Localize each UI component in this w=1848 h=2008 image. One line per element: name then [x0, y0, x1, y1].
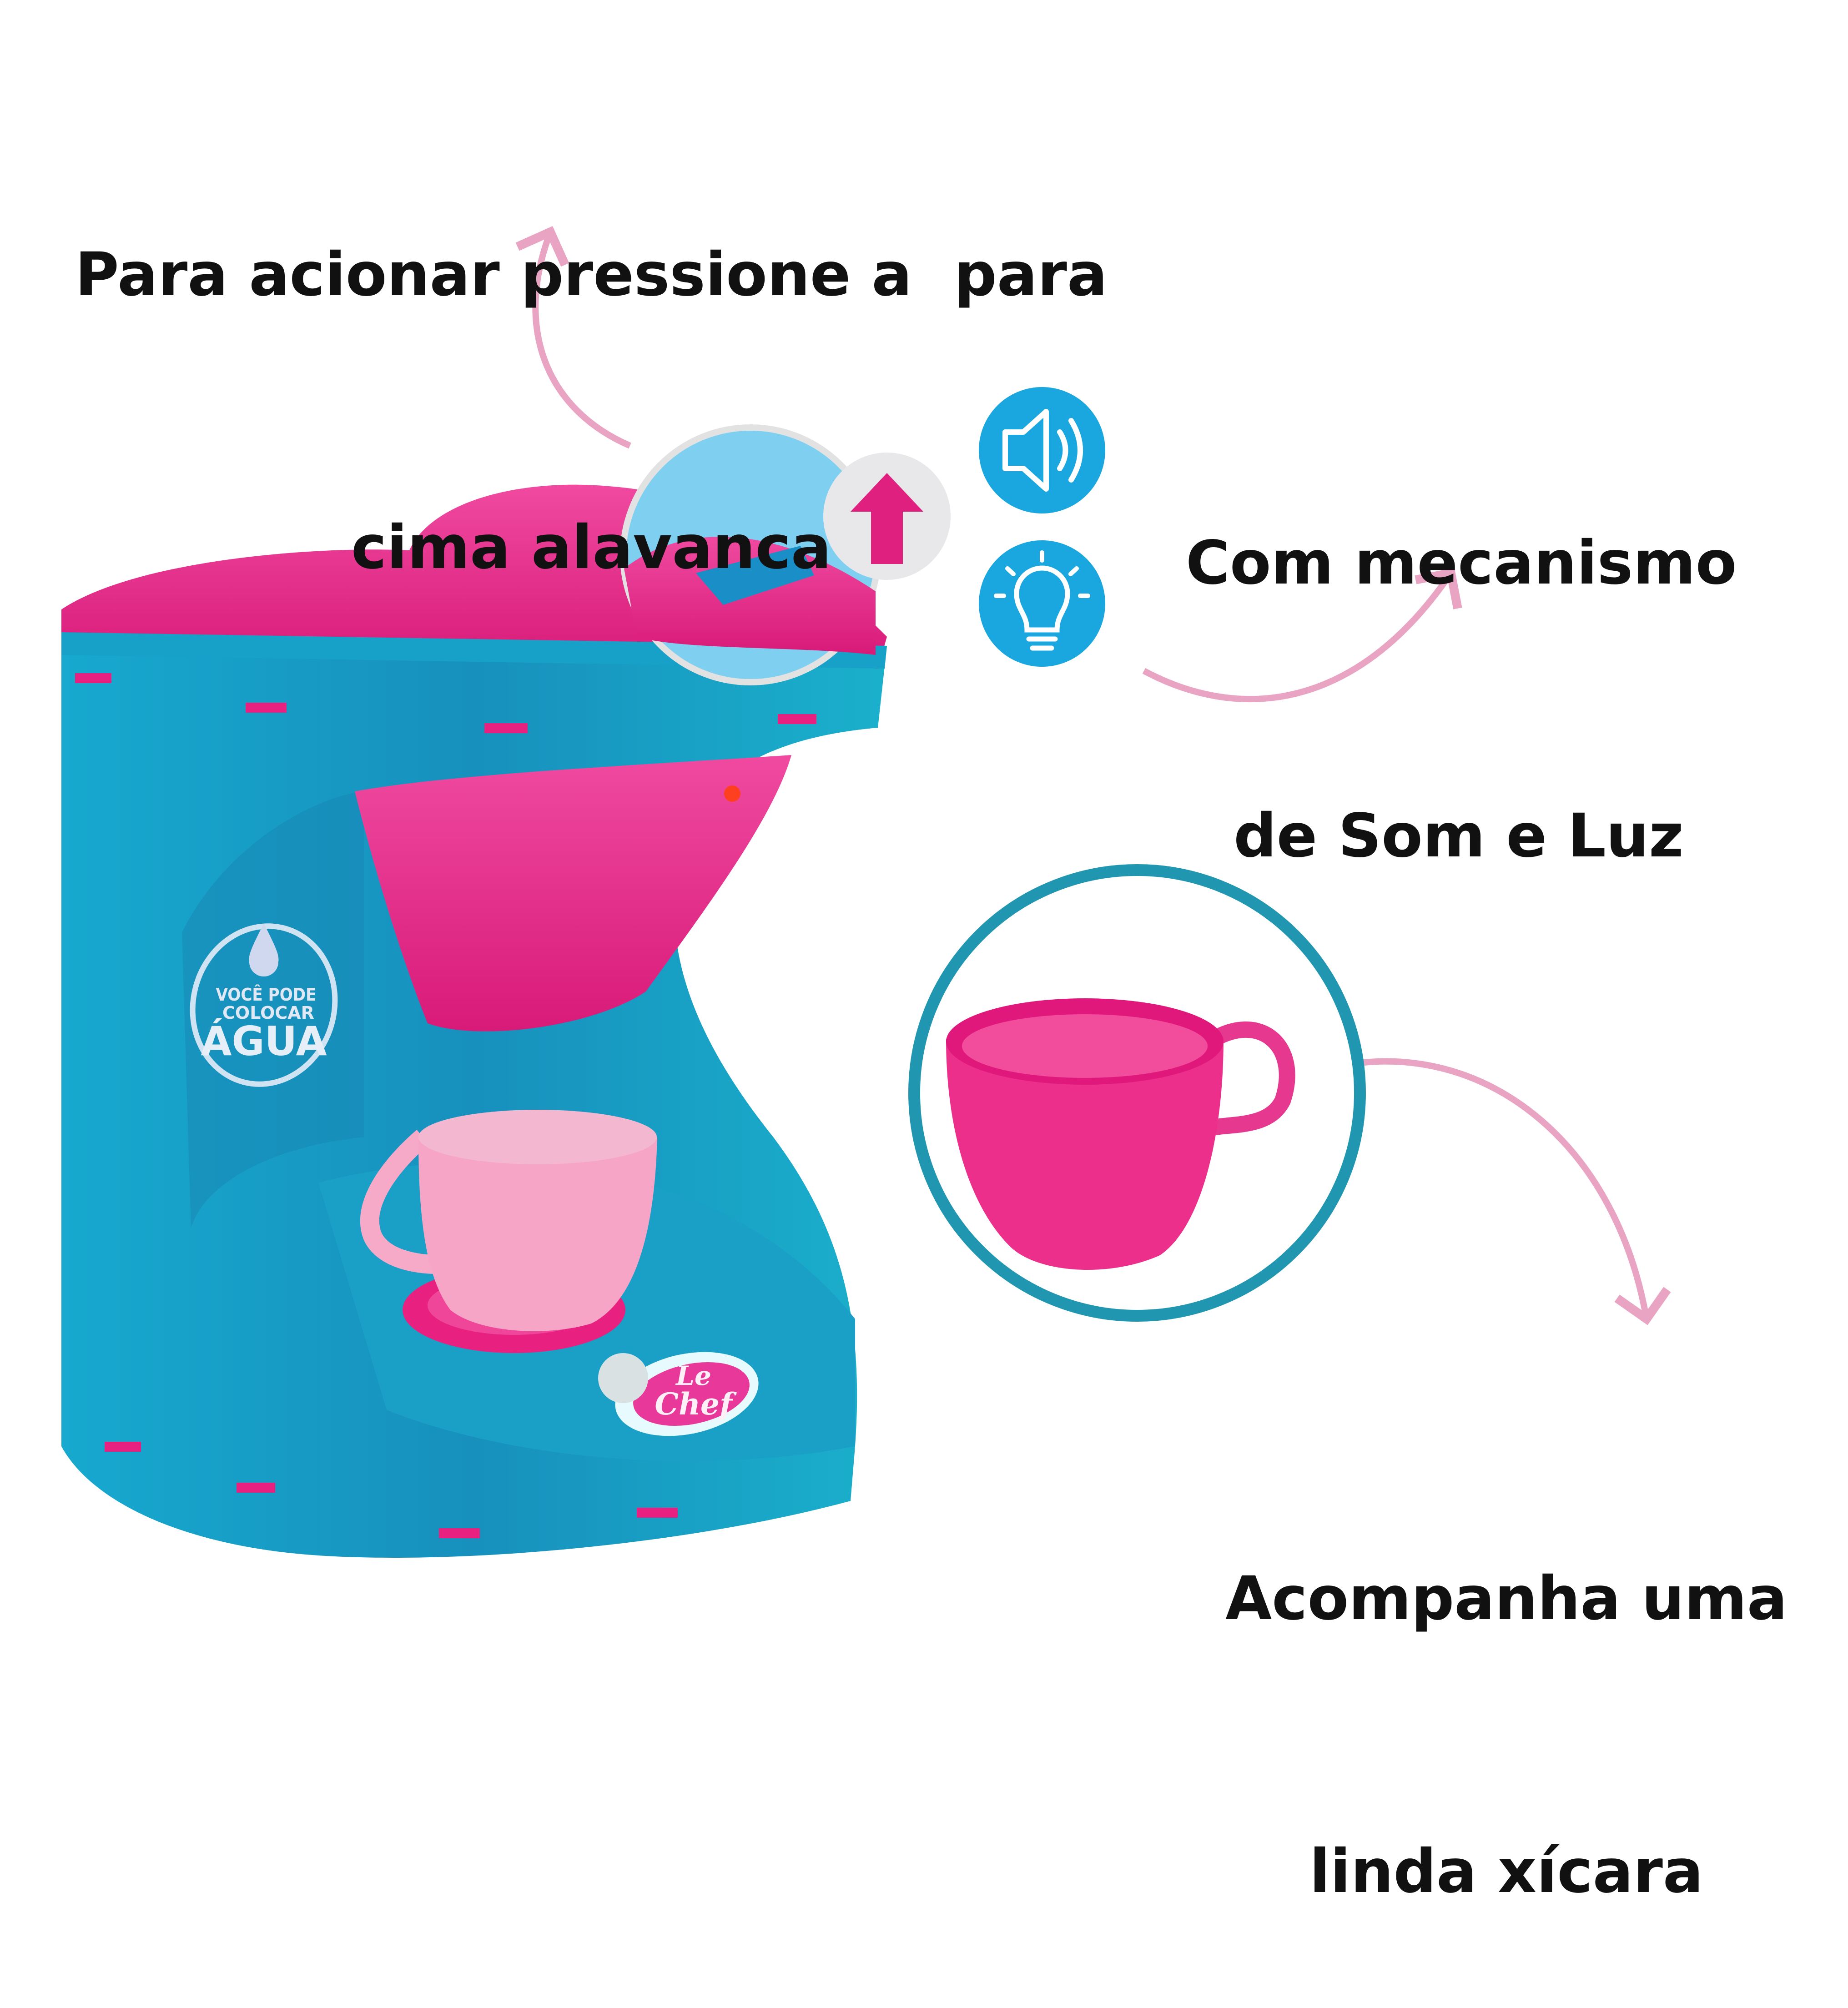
coffee-maker: VOCÊ PODE COLOCAR ÁGUA Le Chef: [61, 424, 951, 1558]
water-drop-icon: [249, 923, 279, 976]
sound-light-arrow: [1142, 568, 1462, 703]
lever-detail: [620, 424, 951, 685]
svg-text:Le: Le: [675, 1360, 711, 1391]
cup-detail: [908, 864, 1366, 1322]
lever-arrow: [515, 226, 631, 449]
svg-text:COLOCAR: COLOCAR: [222, 1003, 314, 1023]
speaker-icon: [979, 387, 1105, 513]
sound-light-caption: Com mecanismo de Som e Luz: [1186, 336, 1737, 972]
sound-light-caption-line1: Com mecanismo: [1186, 528, 1737, 598]
led-light: [724, 785, 740, 802]
lightbulb-icon: [979, 540, 1105, 667]
sound-light-caption-line2: de Som e Luz: [1234, 801, 1684, 871]
cup-caption-line1: Acompanha uma: [1225, 1564, 1788, 1634]
water-badge: VOCÊ PODE COLOCAR ÁGUA: [190, 923, 338, 1087]
lever-caption-line1: Para acionar pressione a para: [75, 240, 1108, 310]
arrow-up-icon: [851, 473, 923, 564]
svg-text:VOCÊ PODE: VOCÊ PODE: [216, 985, 316, 1005]
svg-text:Chef: Chef: [655, 1386, 737, 1422]
cup-caption: Acompanha uma linda xícara: [1211, 1371, 1802, 2008]
svg-text:ÁGUA: ÁGUA: [201, 1018, 327, 1065]
lever-caption-line2: cima alavanca: [351, 513, 831, 583]
cup-arrow: [1336, 1058, 1671, 1325]
cup-caption-line2: linda xícara: [1309, 1837, 1703, 1907]
lever-caption: Para acionar pressione a para cima alava…: [0, 47, 1183, 684]
product-illustration: VOCÊ PODE COLOCAR ÁGUA Le Chef: [61, 226, 1671, 1558]
brand-logo: Le Chef: [598, 1352, 759, 1436]
